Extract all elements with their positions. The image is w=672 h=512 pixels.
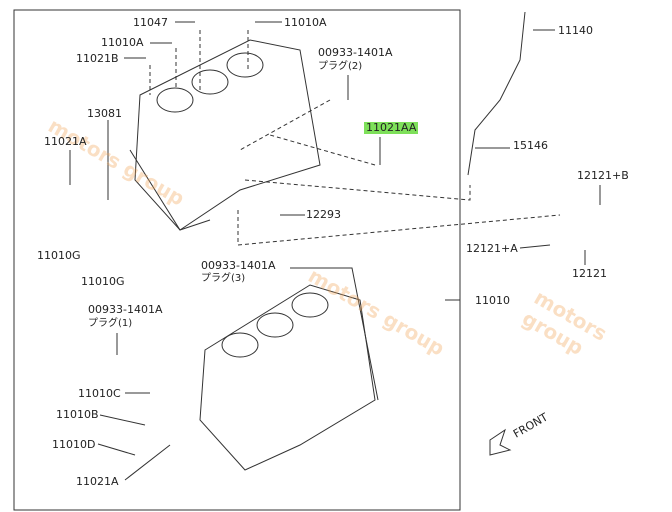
part-name: プラグ(1) xyxy=(88,318,133,329)
part-label[interactable]: 11010 xyxy=(475,294,510,307)
upper-cylinder-block xyxy=(129,39,321,231)
part-label[interactable]: 11021A xyxy=(76,475,119,488)
callout-lines xyxy=(69,21,601,481)
part-label[interactable]: 11021A xyxy=(44,135,87,148)
part-name: プラグ(3) xyxy=(201,273,246,284)
part-label[interactable]: 15146 xyxy=(513,139,548,152)
part-label[interactable]: 11010D xyxy=(52,438,96,451)
leader-lines xyxy=(149,30,561,246)
part-name: プラグ(2) xyxy=(318,61,363,72)
part-label[interactable]: 11010A xyxy=(284,16,327,29)
part-label[interactable]: 12121 xyxy=(572,267,607,280)
part-label[interactable]: 11010A xyxy=(101,36,144,49)
part-label[interactable]: 11140 xyxy=(558,24,593,37)
part-label[interactable]: 12121+B xyxy=(577,169,629,182)
dipstick xyxy=(467,11,526,176)
front-arrow xyxy=(489,428,512,456)
part-label[interactable]: 11047 xyxy=(133,16,168,29)
diagram-frame xyxy=(13,9,461,511)
part-label[interactable]: 00933-1401A xyxy=(318,46,393,59)
part-label[interactable]: 12121+A xyxy=(466,242,518,255)
part-label[interactable]: 00933-1401A xyxy=(201,259,276,272)
part-label[interactable]: 13081 xyxy=(87,107,122,120)
lower-cylinder-block xyxy=(199,284,376,471)
part-label[interactable]: 11010C xyxy=(78,387,121,400)
part-label[interactable]: 11021B xyxy=(76,52,119,65)
part-label[interactable]: 11010B xyxy=(56,408,99,421)
part-label[interactable]: 11010G xyxy=(81,275,125,288)
part-label-highlighted[interactable]: 11021AA xyxy=(364,121,419,134)
part-label[interactable]: 11010G xyxy=(37,249,81,262)
part-label[interactable]: 12293 xyxy=(306,208,341,221)
part-label[interactable]: 00933-1401A xyxy=(88,303,163,316)
